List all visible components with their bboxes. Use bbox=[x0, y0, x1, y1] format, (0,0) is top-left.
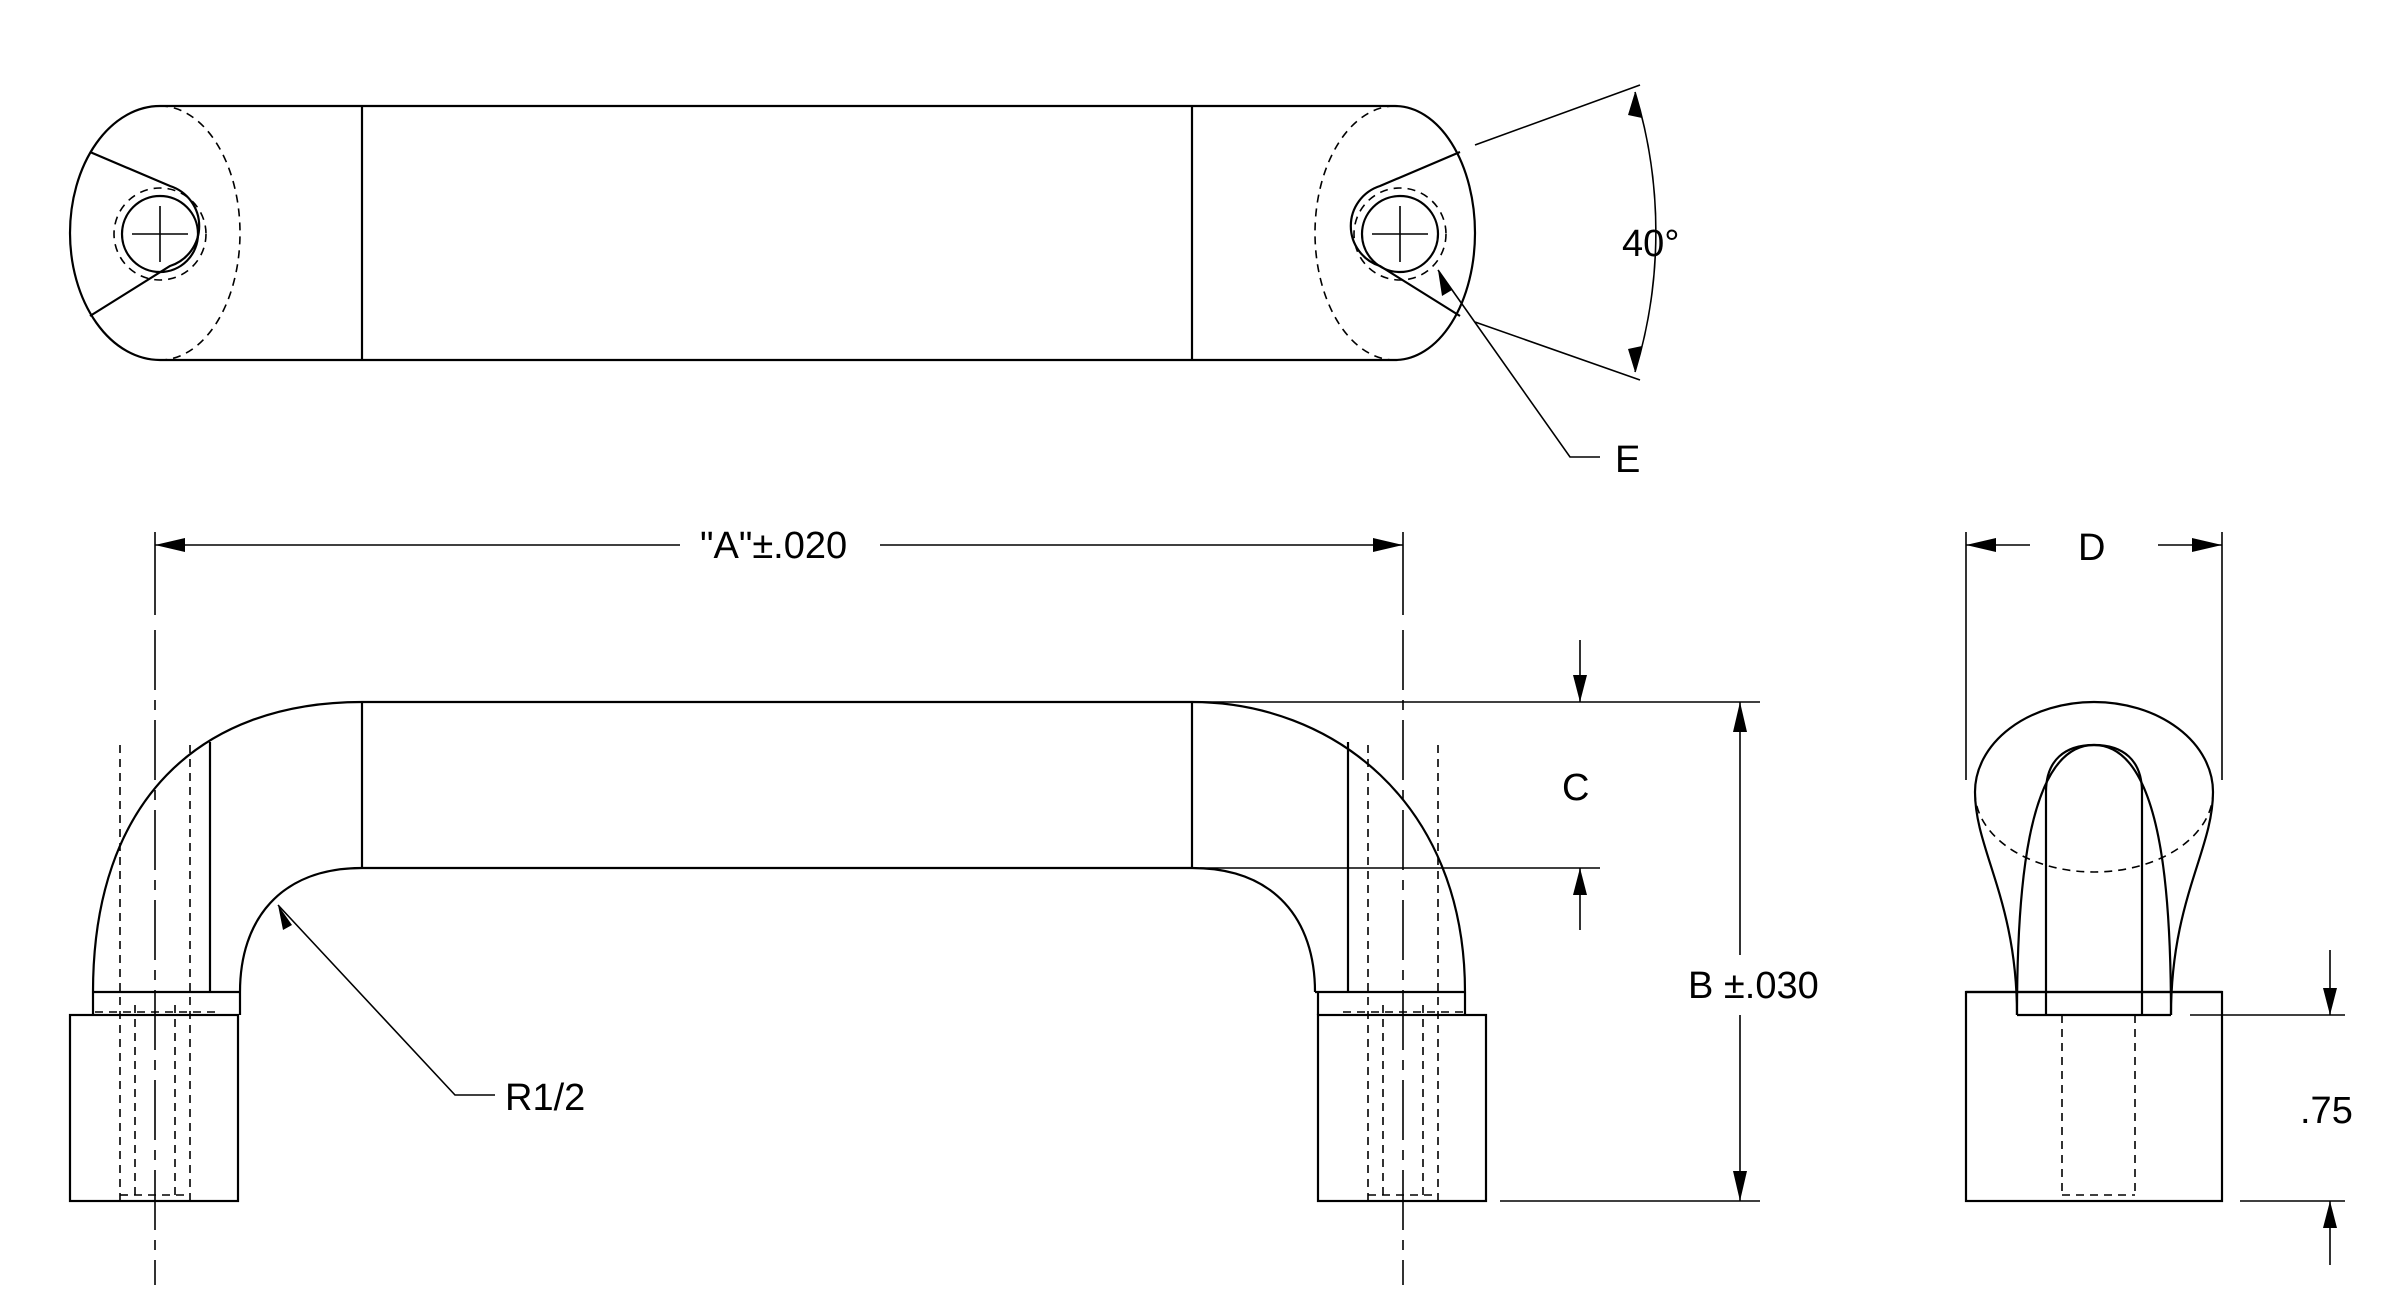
side-view-top-oval-hidden bbox=[1974, 791, 2214, 873]
hole-leader bbox=[1437, 269, 1600, 458]
angle-label: 40° bbox=[1622, 223, 1679, 265]
angle-extension-lower bbox=[1474, 321, 1641, 381]
foot-left bbox=[68, 1013, 240, 1203]
foot-right bbox=[1316, 1013, 1488, 1203]
radius-label: R1/2 bbox=[505, 1077, 585, 1119]
angle-extension-upper bbox=[1474, 84, 1641, 146]
top-view-hidden-end-left bbox=[159, 105, 241, 361]
hole-label: E bbox=[1615, 439, 1640, 481]
front-view: "A"±.020 bbox=[68, 525, 1819, 1285]
hole-hidden-circle-right bbox=[1353, 187, 1447, 281]
handle-inner-profile bbox=[238, 866, 1317, 993]
grip-label: C bbox=[1562, 767, 1589, 809]
length-label: "A"±.020 bbox=[700, 525, 847, 567]
radius-leader bbox=[277, 904, 495, 1096]
top-view-outline bbox=[68, 104, 1477, 362]
side-view: D .75 bbox=[1964, 527, 2353, 1265]
thread-depth-label: .75 bbox=[2300, 1090, 2353, 1132]
hole-circle-right bbox=[1360, 194, 1440, 274]
top-view-slot-left bbox=[89, 150, 201, 317]
angle-arc bbox=[1634, 91, 1657, 373]
side-view-foot bbox=[1964, 990, 2224, 1203]
hole-hidden-circle-left bbox=[113, 187, 207, 281]
side-view-top-oval bbox=[1973, 700, 2215, 793]
depth-label: D bbox=[2078, 527, 2105, 569]
handle-outer-profile bbox=[91, 700, 1467, 993]
top-view-hidden-end-right bbox=[1314, 105, 1396, 361]
side-view-inner-core bbox=[2044, 743, 2144, 1015]
height-label: B ±.030 bbox=[1688, 965, 1819, 1007]
side-view-inner-arch bbox=[2015, 743, 2173, 1016]
top-view-slot-right bbox=[1349, 150, 1461, 317]
hole-circle-left bbox=[120, 194, 200, 274]
top-view: 40° E bbox=[68, 84, 1679, 481]
